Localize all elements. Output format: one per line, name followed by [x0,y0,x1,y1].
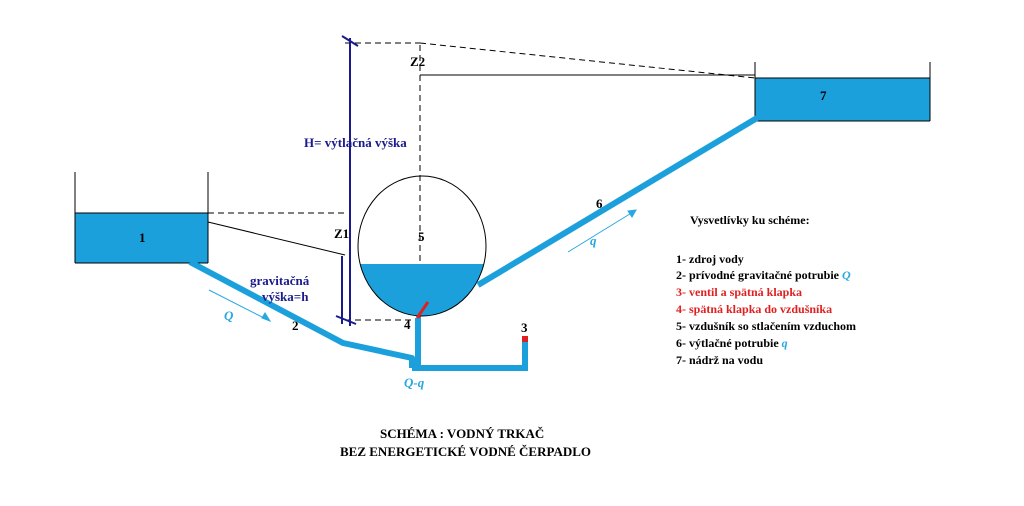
waste-valve-pipe [412,340,528,371]
flow-arrows [208,209,637,322]
legend-item-text: 4- spätná klapka do vzdušníka [676,302,832,316]
label-delivery-pipe-number: 6 [596,196,603,211]
flow-arrow-Q-head [261,312,272,322]
dimensions [335,35,359,326]
air-chamber [357,175,487,319]
label-source-number: 1 [139,230,146,245]
label-air-chamber-number: 5 [418,229,425,244]
legend-item: 2- prívodné gravitačné potrubie Q [676,268,851,282]
label-flow-q: q [590,233,597,248]
legend-item-flow-symbol: q [782,336,788,350]
legend-item-text: 2- prívodné gravitačné potrubie [676,268,842,282]
legend-item: 3- ventil a spätná klapka [676,285,802,299]
legend: Vysvetlívky ku schéme: 1- zdroj vody 2- … [676,213,856,367]
flow-arrow-Q [208,289,269,321]
legend-item-text: 3- ventil a spätná klapka [676,285,802,299]
legend-item: 4- spätná klapka do vzdušníka [676,302,832,316]
delivery-pipe [476,115,759,288]
target-tank [754,62,931,122]
caption-line-1: SCHÉMA : VODNÝ TRKAČ [380,426,544,441]
legend-title: Vysvetlívky ku schéme: [690,213,810,227]
z1-slant-line [207,221,346,256]
label-waste-valve-number: 3 [521,320,528,335]
flow-arrow-q [567,211,634,253]
legend-item: 1- zdroj vody [676,252,744,266]
label-z2: Z2 [410,54,425,69]
z2-slant-dashed [419,42,756,79]
chamber-outline [357,175,487,317]
check-valve-marker [415,301,430,319]
legend-item-flow-symbol: Q [842,268,851,282]
label-check-valve-number: 4 [404,317,411,332]
caption-line-2: BEZ ENERGETICKÉ VODNÉ ČERPADLO [340,444,591,459]
flow-arrow-q-head [627,209,637,218]
label-flow-Q-minus-q: Q-q [404,375,425,390]
label-target-tank-number: 7 [820,88,827,103]
legend-item-text: 1- zdroj vody [676,252,744,266]
supply-pipe [188,259,415,368]
source-water [75,213,208,263]
target-water [755,78,930,121]
legend-item: 6- výtlačné potrubie q [676,336,788,350]
legend-item: 5- vzdušník so stlačením vzduchom [676,319,856,333]
waste-valve-marker [522,336,528,342]
lift-height-top-tick [341,35,359,47]
label-grav-height-line1: gravitačná [250,273,310,288]
grav-height-bottom-tick [335,315,357,325]
legend-item: 7- nádrž na vodu [676,353,763,367]
legend-item-text: 5- vzdušník so stlačením vzduchom [676,319,856,333]
source-tank [74,172,209,264]
reference-lines [207,42,756,355]
legend-item-text: 6- výtlačné potrubie [676,336,782,350]
label-z1: Z1 [334,226,349,241]
label-lift-height: H= výtlačná výška [304,135,407,150]
label-grav-height-line2: výška=h [262,289,309,304]
legend-item-text: 7- nádrž na vodu [676,353,763,367]
label-supply-pipe-number: 2 [292,318,299,333]
label-flow-Q: Q [224,308,234,323]
